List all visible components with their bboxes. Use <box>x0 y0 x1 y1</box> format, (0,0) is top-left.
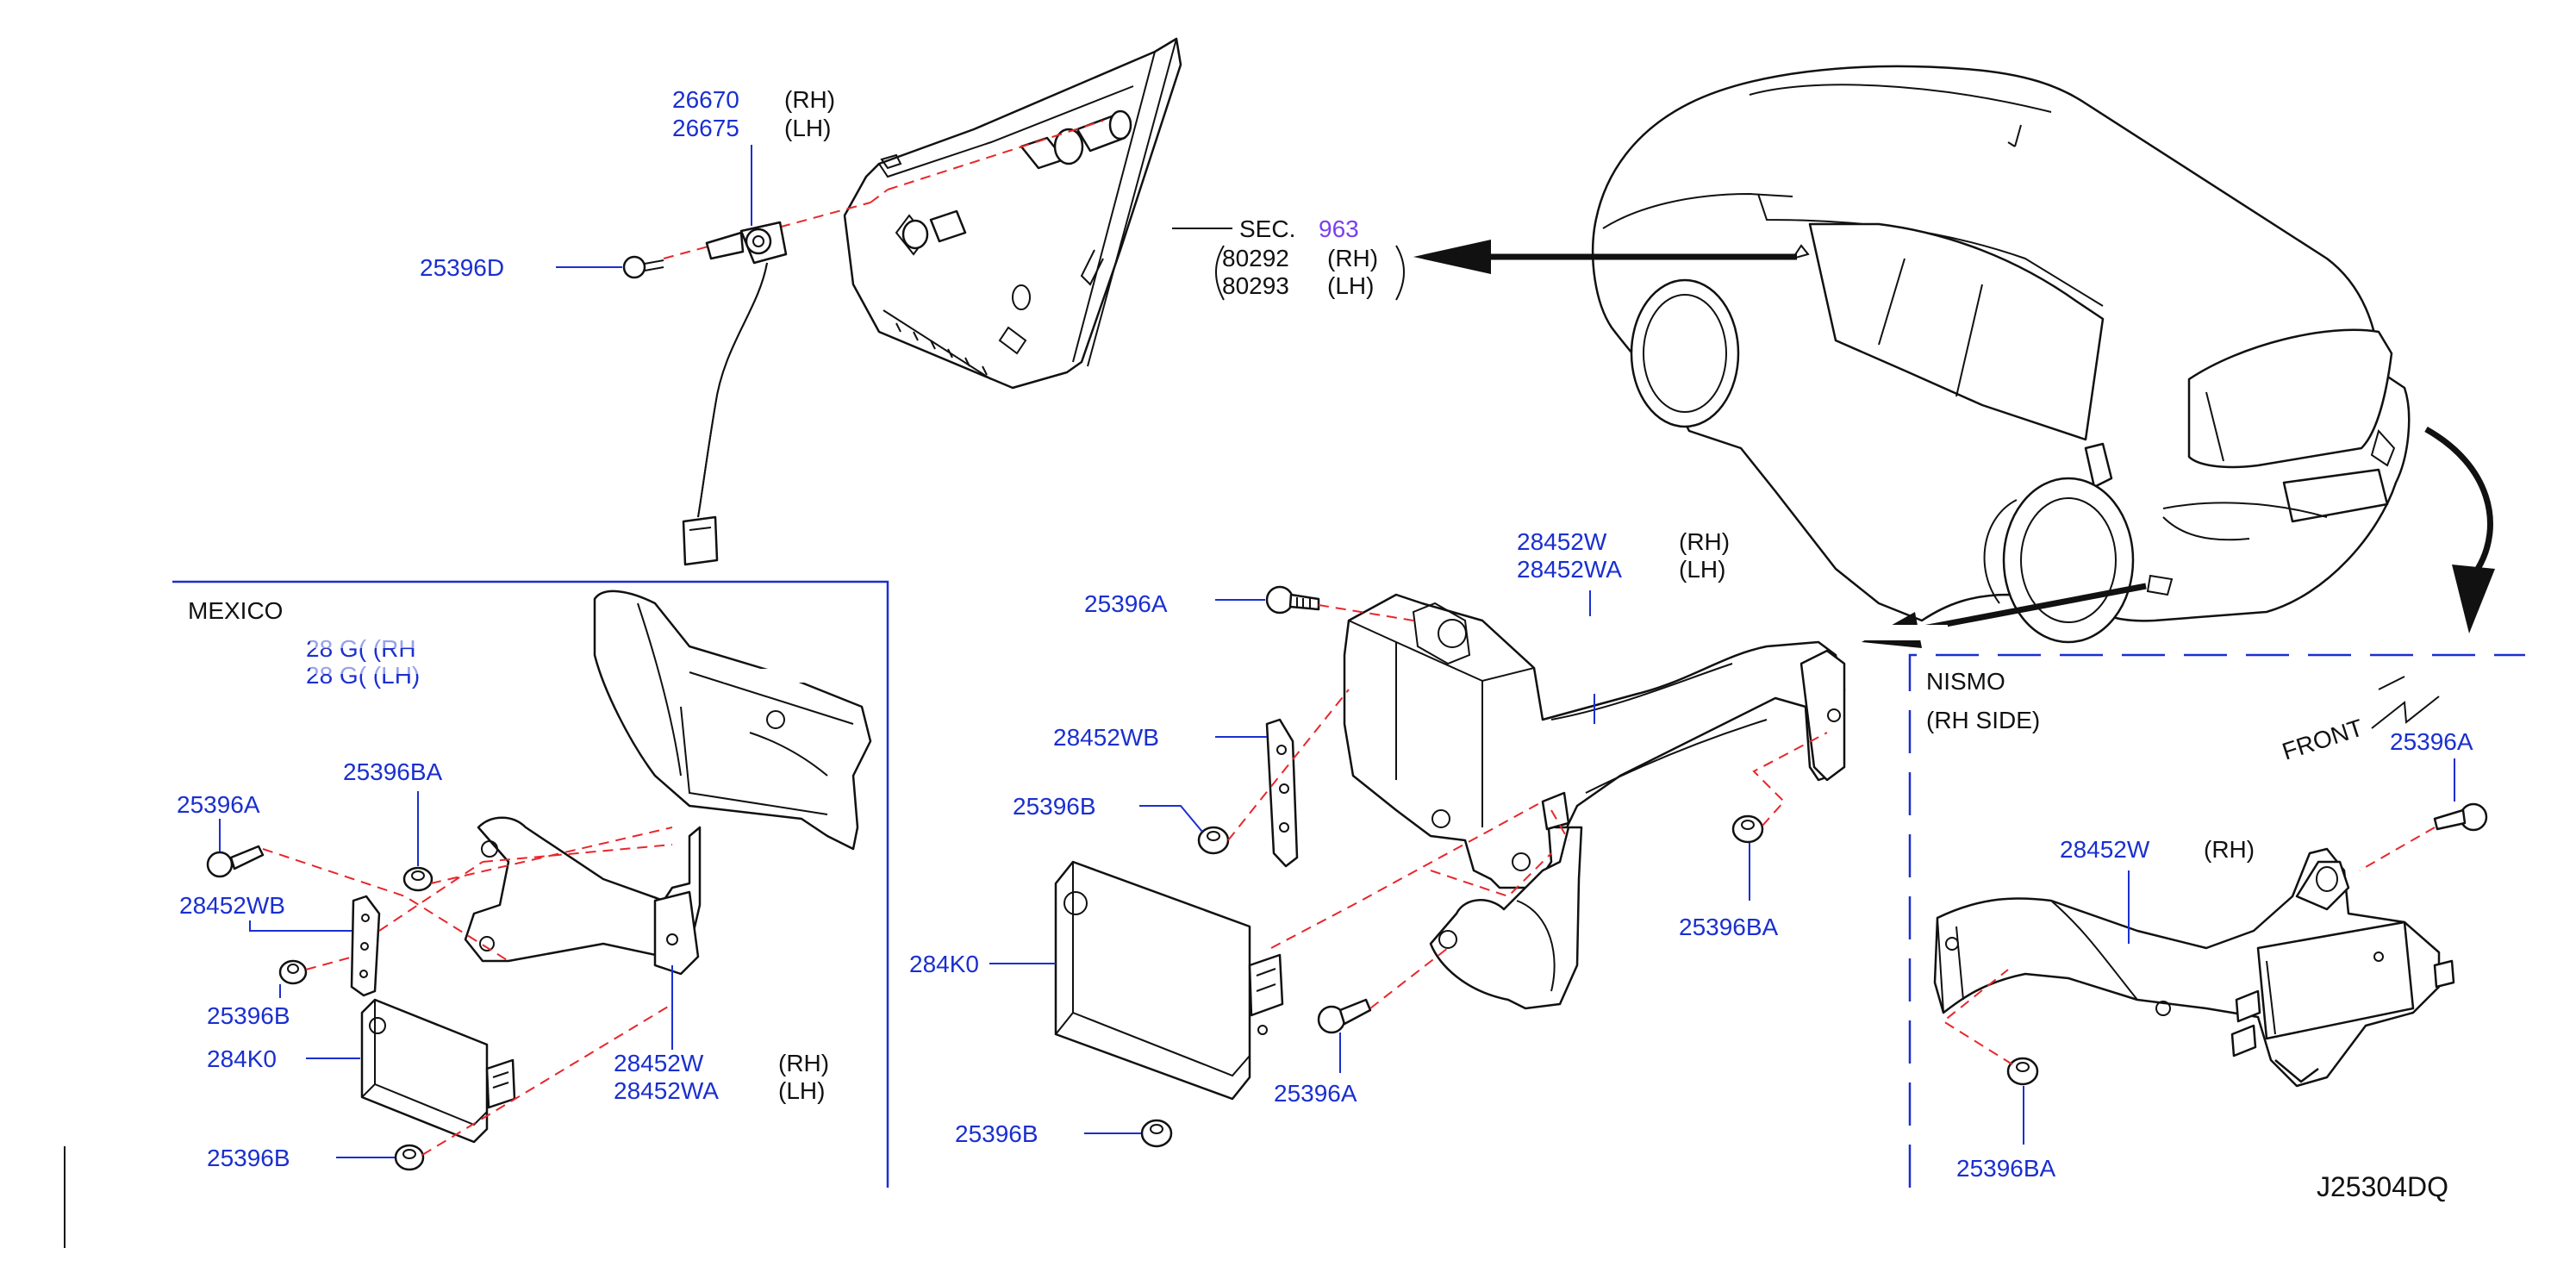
section-ref-open-bracket <box>1215 245 1225 301</box>
mexico-section: MEXICO 28 G( (RH 28 G( (LH) <box>177 590 872 1171</box>
mexico-nut-25396ba <box>402 866 433 892</box>
vehicle-tail-lamp <box>2084 442 2113 489</box>
section-ref-rh-number: 80292 <box>1222 245 1289 271</box>
section-ref-lh-side: (LH) <box>1327 272 1374 299</box>
center-nut-ba <box>1731 814 1764 844</box>
mexico-bolt-25396a-label: 25396A <box>177 791 260 818</box>
center-bracket-28452wb <box>1265 718 1299 868</box>
mexico-dash-1 <box>262 848 509 962</box>
center-bolt-bottom-label: 25396A <box>1274 1080 1357 1107</box>
bolt-25396d-label: 25396D <box>420 254 504 281</box>
vehicle-overview <box>1591 65 2411 644</box>
center-nut-lower-label: 25396B <box>955 1120 1039 1147</box>
mexico-nut-25396b-lower <box>394 1144 425 1171</box>
mexico-nut-25396b-lower-label: 25396B <box>207 1145 290 1171</box>
center-bolt-top <box>1265 585 1320 615</box>
sensor-rh-side: (RH) <box>784 86 835 113</box>
sensor-lh-number: 26675 <box>672 115 739 141</box>
vehicle-front-wheel <box>1630 278 1740 428</box>
top-assembly: 26670 (RH) 26675 (LH) 25396D SEC. 963 80… <box>420 37 1405 566</box>
section-ref-label[interactable]: SEC. <box>1239 215 1295 242</box>
center-bracket-lh-number: 28452WA <box>1517 556 1622 583</box>
vehicle-rear-glass <box>2187 328 2393 469</box>
center-bracket-rh-side: (RH) <box>1679 528 1730 555</box>
nismo-nut-25396ba <box>2006 1057 2039 1086</box>
section-ref-number[interactable]: 963 <box>1319 215 1359 242</box>
nismo-section-frame <box>1908 653 2525 1188</box>
mexico-bolt-25396a <box>206 845 265 878</box>
nismo-bracket <box>1933 847 2455 1088</box>
center-bracket-28452wb-label: 28452WB <box>1053 724 1159 751</box>
mexico-title: MEXICO <box>188 597 283 624</box>
nismo-subtitle: (RH SIDE) <box>1926 707 2040 733</box>
center-bracket-lh-side: (LH) <box>1679 556 1725 583</box>
vehicle-antenna <box>2007 124 2022 147</box>
rear-sensor <box>682 221 788 566</box>
center-nut-ba-label: 25396BA <box>1679 914 1779 940</box>
mexico-section-frame <box>172 580 889 1188</box>
center-nut-upper <box>1197 826 1230 855</box>
diagram-id: J25304DQ <box>2317 1171 2448 1202</box>
center-main-bracket <box>1343 593 1846 889</box>
front-direction-icon <box>2371 676 2440 729</box>
front-label: FRONT <box>2279 714 2366 764</box>
mexico-bracket-lh-number: 28452WA <box>614 1077 719 1104</box>
center-bolt-top-label: 25396A <box>1084 590 1168 617</box>
mexico-bracket-28452wb <box>350 895 381 997</box>
section-ref-close-bracket <box>1395 245 1405 301</box>
center-module-284k0 <box>1054 860 1284 1101</box>
center-nut-lower <box>1140 1119 1173 1148</box>
section-ref-rh-side: (RH) <box>1327 245 1378 271</box>
center-bracket-rh-number: 28452W <box>1517 528 1607 555</box>
sensor-lh-side: (LH) <box>784 115 831 141</box>
mexico-lamp-housing <box>593 590 872 851</box>
pointer-arrows <box>1413 240 2495 648</box>
mexico-nut-25396ba-label: 25396BA <box>343 758 443 785</box>
nismo-title: NISMO <box>1926 668 2005 695</box>
sensor-rh-number: 26670 <box>672 86 739 113</box>
mexico-bracket-lh-side: (LH) <box>778 1077 825 1104</box>
section-frames <box>64 580 2525 1248</box>
center-bracket-ear <box>1799 649 1846 782</box>
center-lower-bracket <box>1429 826 1583 1010</box>
center-bolt-bottom <box>1317 998 1372 1034</box>
mexico-nut-25396b-upper-label: 25396B <box>207 1002 290 1029</box>
nismo-bracket-side: (RH) <box>2204 836 2255 863</box>
vehicle-rear-wheel <box>2002 477 2135 644</box>
center-nut-upper-label: 25396B <box>1013 793 1096 820</box>
mexico-bracket-28452wb-label: 28452WB <box>179 892 285 919</box>
center-module-284k0-label: 284K0 <box>909 951 979 977</box>
nismo-bracket-number: 28452W <box>2060 836 2150 863</box>
nismo-bolt-25396a <box>2433 802 2488 832</box>
nismo-bolt-25396a-label: 25396A <box>2390 728 2473 755</box>
nismo-nut-25396ba-label: 25396BA <box>1956 1155 2056 1182</box>
mexico-nut-25396b-upper <box>278 959 308 985</box>
mexico-module-284k0-label: 284K0 <box>207 1045 277 1072</box>
mexico-bracket <box>464 816 702 976</box>
arrow-to-nismo <box>2424 426 2493 571</box>
mexico-bracket-rh-side: (RH) <box>778 1050 829 1076</box>
section-ref-lh-number: 80293 <box>1222 272 1289 299</box>
vehicle-side-windows <box>1808 222 2105 441</box>
mexico-bracket-rh-number: 28452W <box>614 1050 704 1076</box>
mexico-module-284k0 <box>360 998 516 1144</box>
nismo-section: NISMO (RH SIDE) FRONT <box>1926 668 2488 1182</box>
center-section: 28452W (RH) 28452WA (LH) 25396A 28452WB … <box>909 528 1846 1148</box>
tail-lamp-housing <box>843 37 1182 390</box>
bolt-25396d <box>622 255 664 279</box>
